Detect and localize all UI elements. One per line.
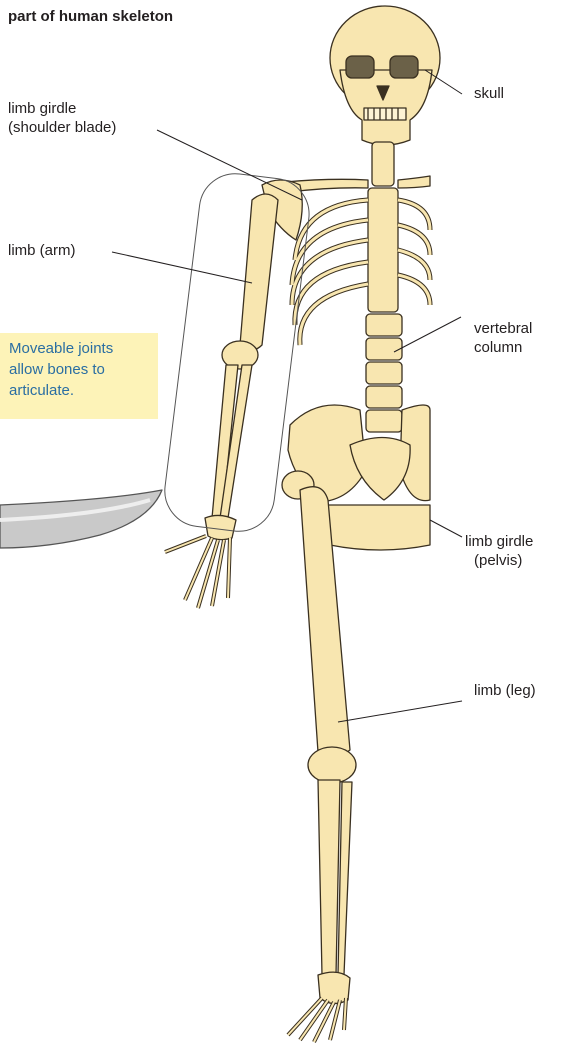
shoulder-leader-line (157, 130, 302, 200)
arm-bone (165, 194, 278, 608)
pelvis-label-line1: limb girdle (465, 532, 533, 551)
arm-leader-line (112, 252, 252, 283)
shoulder-girdle-bone (262, 176, 430, 240)
note-line-2: allow bones to (9, 359, 152, 380)
skull-bone (330, 6, 440, 145)
arm-label: limb (arm) (8, 241, 76, 260)
note-line-3: articulate. (9, 380, 152, 401)
note-line-1: Moveable joints (9, 338, 152, 359)
pelvis-label-line2: (pelvis) (474, 551, 522, 570)
vertebral-label-line1: vertebral (474, 319, 532, 338)
skull-label: skull (474, 84, 504, 103)
vertebral-leader-line (394, 317, 461, 352)
pelvis-leader-line (430, 520, 462, 537)
vertebral-column-bone (366, 142, 402, 432)
leg-label: limb (leg) (474, 681, 536, 700)
joints-note-box: Moveable joints allow bones to articulat… (0, 333, 158, 419)
leg-leader-line (338, 701, 462, 722)
leg-bone (282, 471, 356, 1042)
shoulder-label-line1: limb girdle (8, 99, 76, 118)
vertebral-label-line2: column (474, 338, 522, 357)
shoulder-label-line2: (shoulder blade) (8, 118, 116, 137)
